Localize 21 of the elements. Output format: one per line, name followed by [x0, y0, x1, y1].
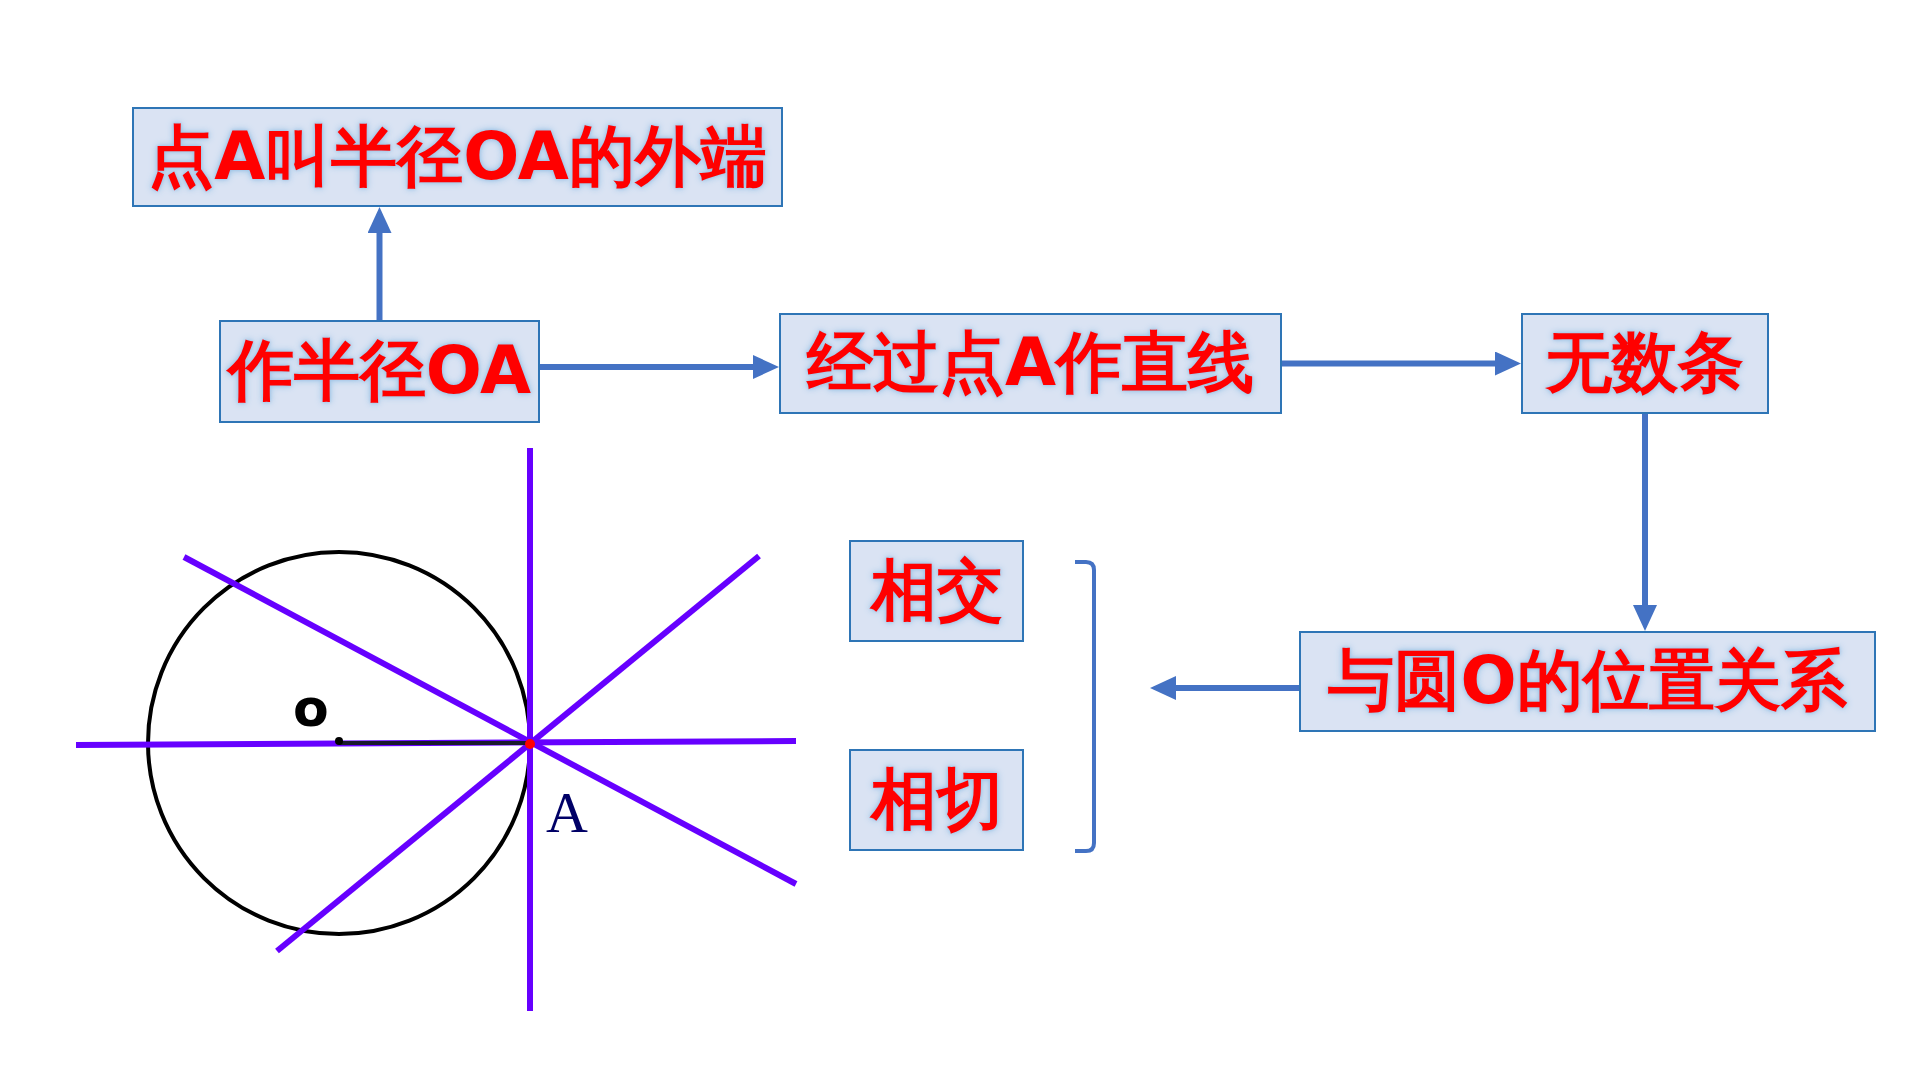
arrow — [1150, 676, 1299, 700]
concept-text: 相切 — [870, 763, 1003, 837]
arrow — [1633, 414, 1657, 631]
concept-text: 无数条 — [1546, 327, 1744, 400]
concept-text: 与圆O的位置关系 — [1328, 645, 1847, 718]
point-label: A — [546, 784, 588, 842]
point-label: o — [293, 682, 329, 734]
arrow — [1282, 351, 1521, 376]
concept-box — [849, 540, 1024, 642]
concept-box — [132, 107, 783, 207]
concept-text: 点A叫半径OA的外端 — [148, 120, 767, 194]
concept-box — [1299, 631, 1876, 732]
arrow — [367, 207, 392, 320]
concept-text: 作半径OA — [227, 335, 532, 408]
concept-box — [779, 313, 1282, 414]
concept-text: 经过点A作直线 — [806, 327, 1255, 400]
concept-box — [849, 749, 1024, 851]
concept-box — [1521, 313, 1769, 414]
concept-text: 相交 — [870, 554, 1003, 628]
arrow — [540, 355, 779, 379]
concept-box — [219, 320, 540, 423]
